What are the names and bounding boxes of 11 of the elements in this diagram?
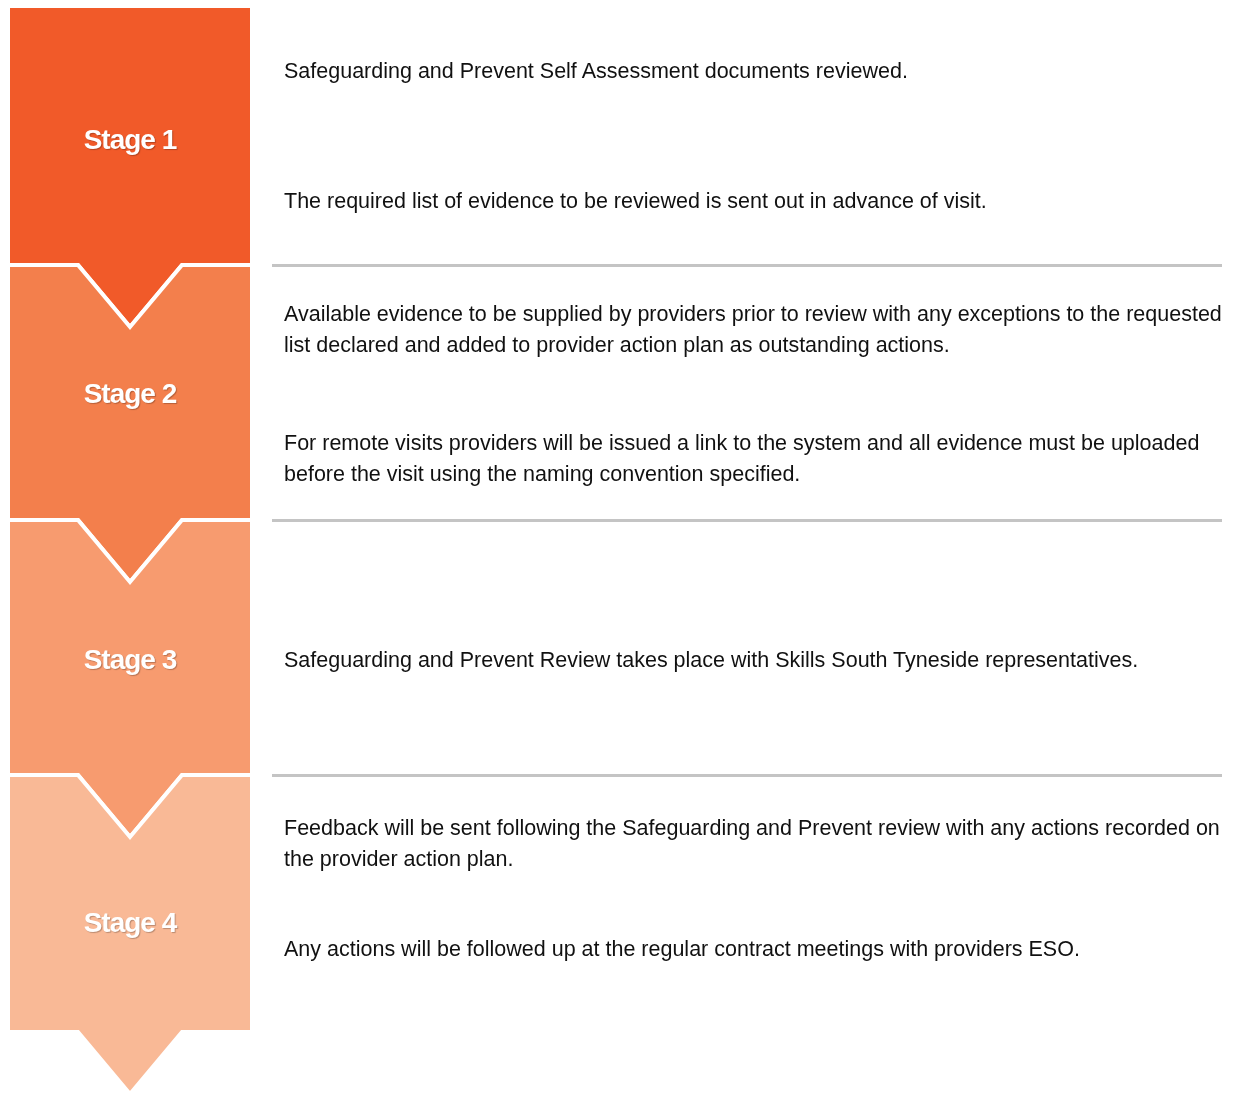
step-description: For remote visits providers will be issued a link to the system and all evidence must be uploaded before the visit using the naming convention specified. — [284, 430, 1201, 488]
stage-label: Stage 1 — [82, 124, 178, 156]
step-description: Safeguarding and Prevent Self Assessment documents reviewed. — [284, 58, 909, 85]
step-description: Safeguarding and Prevent Review takes place with Skills South Tyneside representatives. — [284, 647, 1140, 674]
stage-label: Stage 3 — [82, 644, 178, 676]
step-description: Available evidence to be supplied by providers prior to review with any exceptions to the requested list declared and added to provider action plan as outstanding actions. — [284, 301, 1223, 359]
stage-label: Stage 4 — [82, 907, 178, 939]
step-description: The required list of evidence to be reviewed is sent out in advance of visit. — [284, 188, 988, 215]
step-description: Any actions will be followed up at the regular contract meetings with providers ESO. — [284, 936, 1081, 963]
step-description: Feedback will be sent following the Safeguarding and Prevent review with any actions recorded on the provider action plan. — [284, 815, 1221, 873]
stage-label: Stage 2 — [82, 378, 178, 410]
